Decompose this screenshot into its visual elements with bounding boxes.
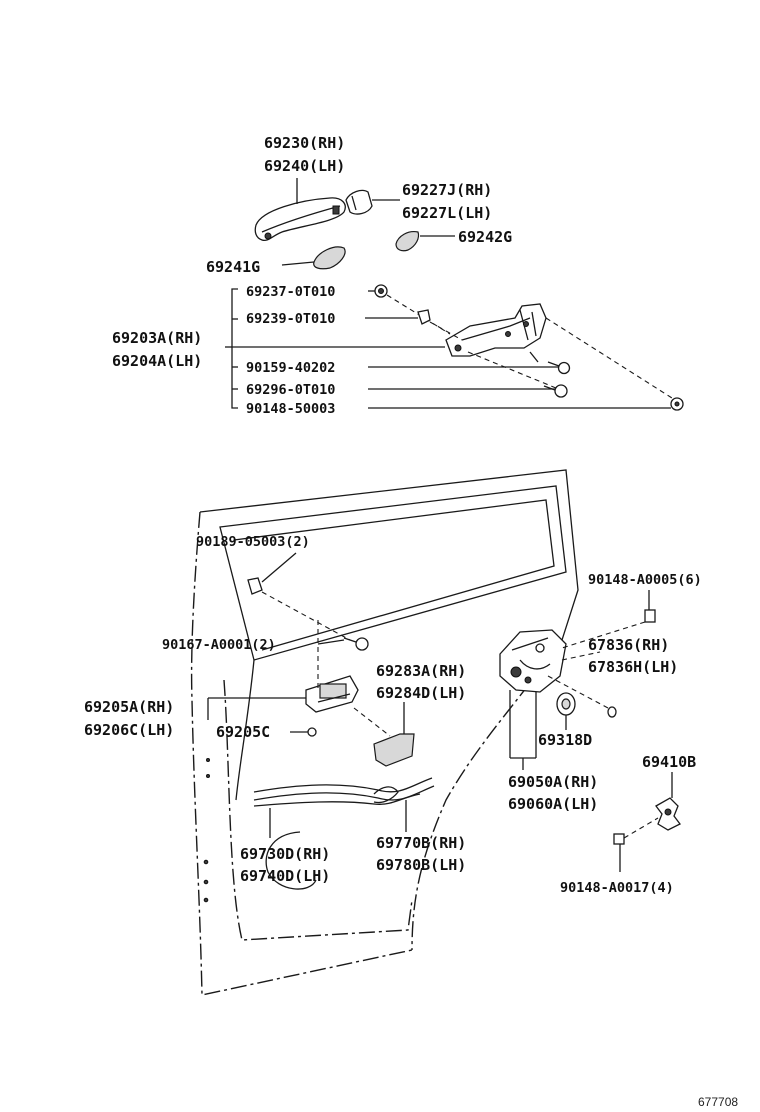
label-90167: 90167-A0001(2) <box>162 637 276 653</box>
label-69205a: 69205A(RH) <box>84 698 174 716</box>
screw-part <box>547 361 571 375</box>
label-69203a: 69203A(RH) <box>112 329 202 347</box>
label-69410b: 69410B <box>642 753 696 771</box>
label-90148-a0017: 90148-A0017(4) <box>560 880 674 896</box>
striker-group <box>613 772 681 872</box>
part-labels: 69230(RH) 69240(LH) 69227J(RH) 69227L(LH… <box>84 134 738 1109</box>
door-lock-part <box>499 629 567 693</box>
label-69730d: 69730D(RH) <box>240 845 330 863</box>
diagram-code: 677708 <box>698 1095 738 1109</box>
cable-part <box>253 777 433 793</box>
label-67836: 67836(RH) <box>588 636 669 654</box>
o-ring-part <box>607 706 617 718</box>
label-69237: 69237-0T010 <box>246 284 335 300</box>
label-69239: 69239-0T010 <box>246 311 335 327</box>
label-90159: 90159-40202 <box>246 360 335 376</box>
door-lock-group <box>499 590 656 770</box>
label-69318d: 69318D <box>538 731 592 749</box>
clip-part-2 <box>247 577 263 595</box>
label-69227j: 69227J(RH) <box>402 181 492 199</box>
label-69227l: 69227L(LH) <box>402 204 492 222</box>
label-69770b: 69770B(RH) <box>376 834 466 852</box>
label-67836h: 67836H(LH) <box>588 658 678 676</box>
nut-part <box>374 284 388 298</box>
screw-part-2 <box>543 384 568 398</box>
label-69060a: 69060A(LH) <box>508 795 598 813</box>
label-90148-a0005: 90148-A0005(6) <box>588 572 702 588</box>
label-69740d: 69740D(LH) <box>240 867 330 885</box>
screw-part-4 <box>307 727 317 737</box>
label-69296: 69296-0T010 <box>246 382 335 398</box>
bolt-part <box>670 397 684 411</box>
inside-handle-group <box>207 552 415 767</box>
label-69283a: 69283A(RH) <box>376 662 466 680</box>
outside-handle-group <box>254 178 455 270</box>
label-69284d: 69284D(LH) <box>376 684 466 702</box>
washer-part <box>556 692 576 716</box>
label-69050a: 69050A(RH) <box>508 773 598 791</box>
label-69206c: 69206C(LH) <box>84 721 174 739</box>
label-69242g: 69242G <box>458 228 512 246</box>
handle-gasket-part <box>313 246 346 270</box>
label-69205c: 69205C <box>216 723 270 741</box>
outside-handle-part <box>254 197 346 242</box>
label-69240: 69240(LH) <box>264 157 345 175</box>
label-69241g: 69241G <box>206 258 260 276</box>
label-69204a: 69204A(LH) <box>112 352 202 370</box>
clip-part <box>417 309 431 325</box>
cable-part-2 <box>253 793 421 807</box>
label-69230: 69230(RH) <box>264 134 345 152</box>
handle-frame-group <box>225 284 684 411</box>
screw-part-3 <box>343 637 369 651</box>
label-90148-50003: 90148-50003 <box>246 401 335 417</box>
label-69780b: 69780B(LH) <box>376 856 466 874</box>
handle-pad-part <box>395 231 420 252</box>
cables-group <box>253 777 435 838</box>
label-90189: 90189-05003(2) <box>196 534 310 550</box>
handle-cap-part <box>345 189 373 215</box>
screw-part-5 <box>613 833 625 845</box>
bolt-part-2 <box>644 609 656 623</box>
handle-bezel-part <box>373 733 415 767</box>
